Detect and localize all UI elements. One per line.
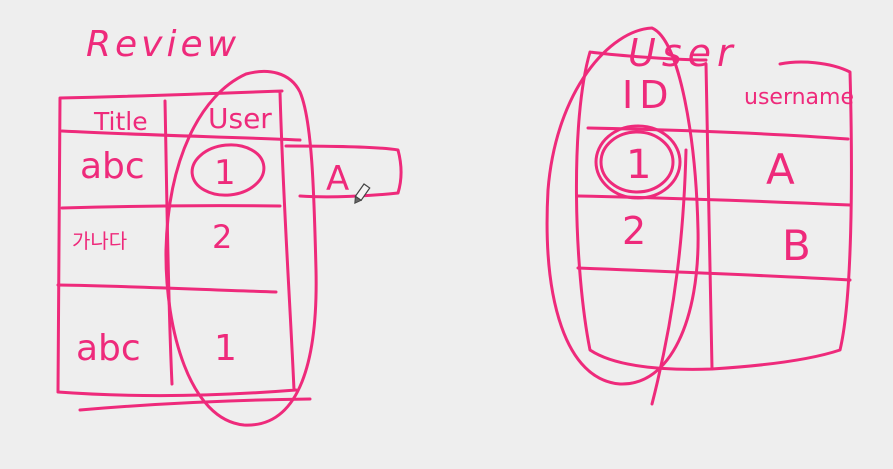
user-table-outline bbox=[575, 50, 853, 371]
review-table-bottom-extra bbox=[78, 397, 312, 412]
review-row-divider-1 bbox=[60, 204, 282, 210]
user-row-2-username: B bbox=[782, 221, 811, 270]
review-header-user: User bbox=[208, 102, 272, 135]
review-table-outline bbox=[56, 89, 298, 398]
review-side-note-box bbox=[284, 144, 403, 199]
review-row-2-title: 가나다 bbox=[72, 229, 127, 253]
user-highlight-circle-inner bbox=[599, 130, 675, 194]
user-header-username: username bbox=[744, 85, 854, 110]
review-row-3-title: abc bbox=[76, 328, 141, 369]
user-column-tail-stroke bbox=[650, 148, 688, 406]
review-row-divider-2 bbox=[56, 283, 278, 294]
review-row-1-user: 1 bbox=[214, 153, 236, 193]
review-row-1-title: abc bbox=[80, 146, 145, 187]
user-row-divider-1 bbox=[576, 194, 852, 207]
review-header-divider bbox=[60, 129, 302, 142]
user-column-divider bbox=[704, 62, 714, 370]
user-row-1-username: A bbox=[766, 145, 795, 194]
user-row-1-id: 1 bbox=[626, 142, 651, 188]
user-table: User ID username 1 A 2 B bbox=[545, 26, 854, 406]
user-row-divider-2 bbox=[576, 266, 852, 282]
user-highlight-circle bbox=[594, 124, 682, 200]
user-row-2-id: 2 bbox=[622, 209, 646, 253]
review-side-note-label: A bbox=[326, 159, 349, 199]
review-table-title: Review bbox=[86, 24, 240, 65]
review-row-3-user: 1 bbox=[214, 328, 237, 369]
review-header-title: Title bbox=[93, 107, 148, 136]
review-user-column-oval bbox=[164, 70, 318, 427]
user-table-title: User bbox=[628, 31, 739, 75]
pencil-cursor-icon bbox=[354, 183, 371, 205]
review-row-2-user: 2 bbox=[212, 218, 232, 256]
review-highlight-circle bbox=[190, 143, 266, 197]
review-table: Review Title User abc 1 가나다 2 abc 1 A bbox=[56, 24, 403, 427]
user-header-id: ID bbox=[622, 73, 674, 117]
review-column-divider bbox=[163, 99, 174, 386]
user-id-column-oval bbox=[545, 26, 700, 386]
